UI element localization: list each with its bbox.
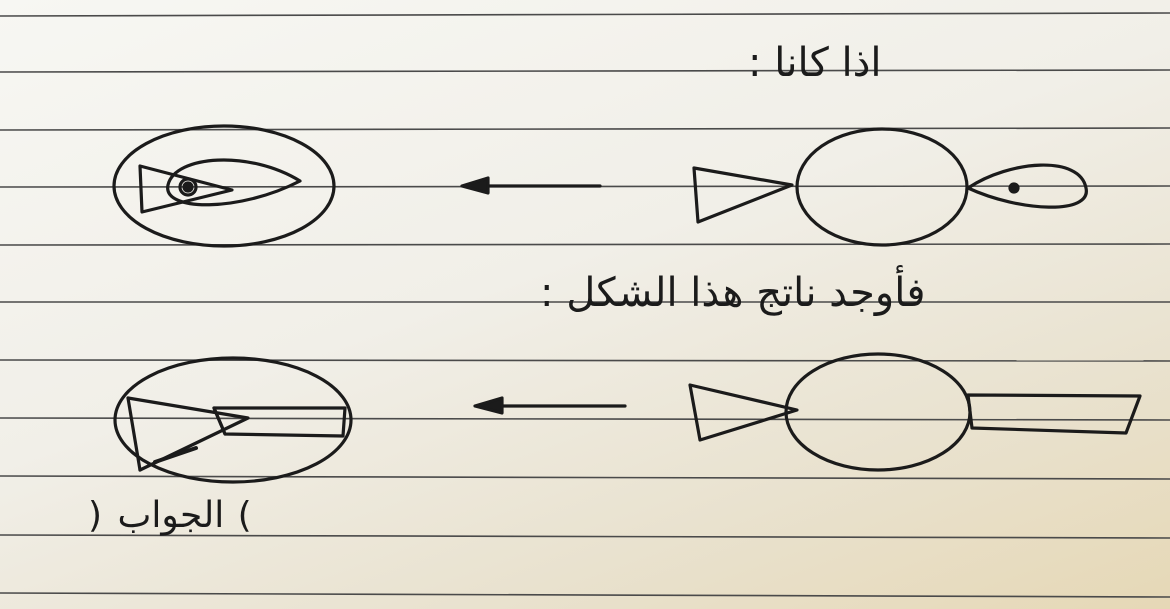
- heading-if-text: اذا كانا :: [748, 40, 882, 86]
- rectangle-shape: [214, 408, 345, 436]
- answer-paren-close: ): [238, 495, 254, 536]
- left-arrow-icon: [475, 398, 625, 413]
- answer-paren-open: (: [88, 495, 104, 536]
- rectangle-shape: [968, 395, 1140, 433]
- triangle-shape: [694, 168, 792, 222]
- answer-word: الجواب: [118, 495, 225, 536]
- heading-find-text: فأوجد ناتج هذا الشكل :: [540, 270, 926, 316]
- circle-shape: [786, 354, 970, 470]
- dot-mark: [1010, 184, 1018, 192]
- question-figure-bottom: [690, 354, 1140, 470]
- dot-mark: [184, 183, 192, 191]
- answer-label: ( الجواب ): [88, 495, 254, 536]
- left-arrow-icon: [462, 178, 600, 193]
- triangle-shape: [690, 385, 797, 440]
- answer-figure-bottom: [115, 358, 351, 482]
